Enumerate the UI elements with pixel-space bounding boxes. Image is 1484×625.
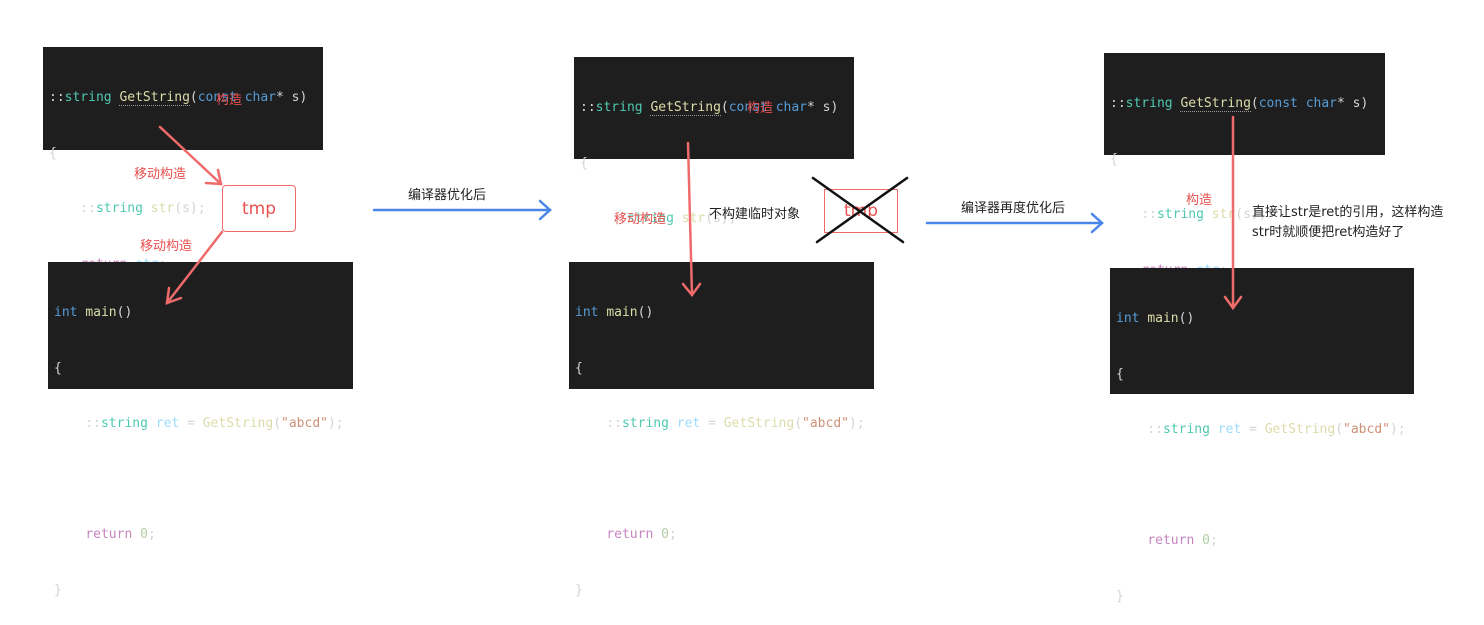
label-compiler-optimized: 编译器优化后 (408, 188, 487, 203)
label-explain-line-1: 直接让str是ret的引用，这样构造 (1252, 205, 1444, 220)
code-line: } (575, 582, 583, 598)
code-line: ::string str(s); (611, 211, 737, 226)
label-construct: 构造 (216, 93, 243, 108)
code-line: ::string ret = GetString("abcd"); (606, 416, 865, 431)
code-line (1116, 477, 1408, 496)
cross-mark-icon (811, 176, 909, 244)
label-compiler-optimized-again: 编译器再度优化后 (961, 201, 1066, 216)
code-line: ::string ret = GetString("abcd"); (85, 416, 344, 431)
code-line: } (1116, 588, 1124, 604)
code-line: int main() (54, 305, 133, 320)
code-panel-1-getstring: ::string GetString(const char* s) { ::st… (43, 47, 323, 327)
code-panel-1-main: int main() { ::string ret = GetString("a… (48, 262, 353, 598)
code-line: int main() (575, 305, 654, 320)
red-arrow-str-to-ret (681, 141, 702, 298)
label-move-construct: 移动构造 (134, 167, 187, 182)
arrow-overlay (158, 115, 1243, 311)
label-explain-line-2: str时就顺便把ret构造好了 (1252, 225, 1405, 240)
code-line: ::string GetString(const char* s) (1110, 96, 1369, 112)
red-arrow-str-to-ret-direct (1223, 115, 1243, 311)
code-panel-3-getstring: ::string GetString(const char* s) { ::st… (1104, 53, 1385, 333)
label-move-construct: 移动构造 (614, 212, 667, 227)
code-line: { (49, 145, 57, 161)
code-line: ::string GetString(const char* s) (49, 90, 308, 106)
code-line: return 0; (85, 527, 156, 542)
code-line: ::string str(s); (1141, 207, 1267, 222)
code-line: int main() (1116, 311, 1195, 326)
red-arrow-tmp-to-ret (165, 230, 224, 305)
label-move-construct: 移动构造 (140, 239, 193, 254)
red-arrow-str-to-tmp (158, 125, 223, 186)
code-line: return 0; (1147, 533, 1218, 548)
code-line (575, 471, 868, 490)
code-line: ::string ret = GetString("abcd"); (1147, 422, 1406, 437)
tmp-object-box: tmp (222, 185, 296, 232)
blue-arrow-optimize (372, 199, 552, 221)
label-construct: 构造 (1186, 193, 1213, 208)
code-line: { (575, 360, 583, 376)
code-panel-2-main: int main() { ::string ret = GetString("a… (569, 262, 874, 598)
label-construct: 构造 (747, 101, 774, 116)
code-line: { (1116, 366, 1124, 382)
code-line: { (580, 155, 588, 171)
code-line: ::string GetString(const char* s) (580, 100, 839, 116)
code-line (54, 471, 347, 490)
label-no-temp-object: 不构建临时对象 (709, 207, 801, 222)
code-line: { (1110, 151, 1118, 167)
code-line: { (54, 360, 62, 376)
code-line: ::string str(s); (80, 201, 206, 216)
code-line: return 0; (606, 527, 677, 542)
code-panel-2-getstring: ::string GetString(const char* s) { ::st… (574, 57, 854, 337)
blue-arrow-optimize-again (925, 212, 1104, 234)
code-line: } (54, 582, 62, 598)
